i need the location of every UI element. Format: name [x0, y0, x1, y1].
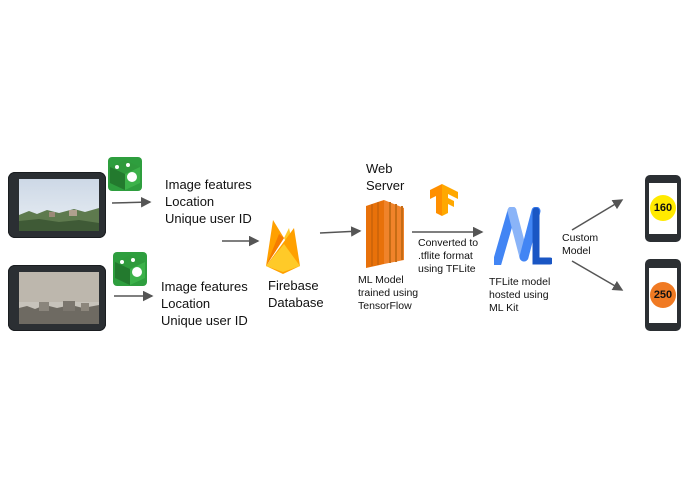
output-phone-bottom-screen: 250 [649, 268, 677, 323]
mlkit-caption-line: ML Kit [489, 302, 519, 314]
output-value-top: 160 [650, 195, 676, 221]
android-cube-icon [108, 157, 142, 191]
sky-photo-top [19, 179, 99, 231]
server-caption: ML Model trained using TensorFlow [358, 274, 418, 313]
output-phone-bottom: 250 [645, 259, 681, 331]
arrow-to-phone-bottom [571, 260, 624, 291]
web-server-title: Web Server [366, 160, 404, 194]
info-line: Location [161, 296, 211, 311]
firebase-label-line: Firebase [268, 278, 319, 293]
info-line: Location [165, 194, 215, 209]
phone-bottom [8, 265, 106, 331]
info-line: Unique user ID [165, 211, 252, 226]
phone-top-screen [19, 179, 99, 231]
sky-photo-bottom [19, 272, 99, 324]
phone-bottom-screen [19, 272, 99, 324]
phone-top [8, 172, 106, 238]
mlkit-caption: TFLite model hosted using ML Kit [489, 276, 550, 315]
firebase-label: Firebase Database [268, 277, 324, 311]
mlkit-caption-line: hosted using [489, 289, 549, 301]
arrow-phone-top [111, 196, 152, 208]
client-bottom-info: Image features Location Unique user ID [161, 278, 248, 329]
server-caption-line: TensorFlow [358, 300, 412, 312]
server-caption-line: ML Model [358, 274, 404, 286]
info-line: Unique user ID [161, 313, 248, 328]
client-top-info: Image features Location Unique user ID [165, 176, 252, 227]
android-cube-icon [113, 252, 147, 286]
output-value-bottom: 250 [650, 282, 676, 308]
convert-caption-line: .tflite format [418, 250, 473, 262]
web-server-title-line: Server [366, 178, 405, 193]
custom-model-label: Custom Model [562, 232, 598, 258]
arrow-to-server [319, 226, 362, 237]
mlkit-caption-line: TFLite model [489, 276, 551, 288]
server-stack-icon [362, 198, 408, 268]
output-phone-top: 160 [645, 175, 681, 242]
info-line: Image features [165, 177, 252, 192]
ml-kit-icon [492, 206, 554, 268]
server-caption-line: trained using [358, 287, 419, 299]
firebase-icon [262, 214, 304, 274]
info-line: Image features [161, 279, 248, 294]
arrow-to-phone-top [571, 199, 624, 231]
web-server-title-line: Web [366, 161, 393, 176]
output-phone-top-screen: 160 [649, 183, 677, 234]
convert-caption-line: Converted to [418, 237, 479, 249]
custom-model-line: Custom [562, 232, 599, 244]
custom-model-line: Model [562, 245, 591, 257]
tensorflow-icon [428, 182, 460, 218]
firebase-label-line: Database [268, 295, 324, 310]
convert-caption-line: using TFLite [418, 263, 476, 275]
convert-caption: Converted to .tflite format using TFLite [418, 237, 478, 276]
